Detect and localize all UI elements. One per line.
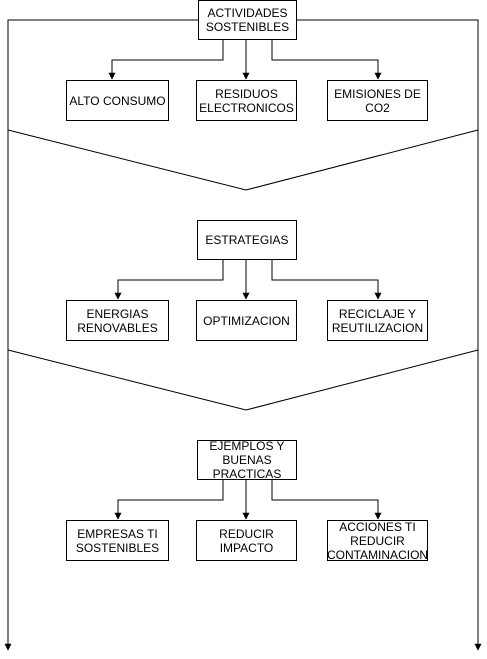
node-emisiones-co2[interactable]: EMISIONES DE CO2 [327,80,428,121]
node-label: EMISIONES DE CO2 [334,86,421,115]
node-label: ENERGIAS RENOVABLES [77,306,158,335]
node-residuos-electronicos[interactable]: RESIDUOS ELECTRONICOS [196,80,297,121]
node-reciclaje-reutilizacion[interactable]: RECICLAJE Y REUTILIZACION [327,300,428,341]
connector-to-emisiones [271,40,382,80]
left-side-arrow [4,19,198,651]
connector-to-empresas [114,480,224,520]
node-label: ESTRATEGIAS [205,233,289,247]
chevron-divider-2 [7,349,479,411]
node-label: REDUCIR IMPACTO [219,526,274,555]
node-label: ALTO CONSUMO [69,93,166,108]
connector-to-acciones [271,480,382,520]
node-actividades-sostenibles[interactable]: ACTIVIDADES SOSTENIBLES [198,0,297,40]
right-side-arrow [297,19,482,651]
node-label: ACCIONES TI REDUCIR CONTAMINACION [326,519,429,562]
node-label: OPTIMIZACION [203,313,290,328]
node-label: RECICLAJE Y REUTILIZACION [331,306,424,335]
node-energias-renovables[interactable]: ENERGIAS RENOVABLES [66,300,169,341]
connector-to-alto-consumo [108,40,224,80]
node-optimizacion[interactable]: OPTIMIZACION [196,300,297,341]
node-estrategias[interactable]: ESTRATEGIAS [197,220,297,260]
chevron-divider-1 [7,129,479,191]
node-label: RESIDUOS ELECTRONICOS [199,86,294,115]
node-label: EMPRESAS TI SOSTENIBLES [75,526,160,555]
node-label: EJEMPLOS Y BUENAS PRACTICAS [209,439,285,481]
connector-to-energias [114,260,224,300]
node-empresas-ti-sostenibles[interactable]: EMPRESAS TI SOSTENIBLES [66,520,169,561]
connector-to-reciclaje [271,260,382,300]
node-reducir-impacto[interactable]: REDUCIR IMPACTO [196,520,297,561]
node-label: ACTIVIDADES SOSTENIBLES [205,6,290,34]
node-ejemplos-buenas-practicas[interactable]: EJEMPLOS Y BUENAS PRACTICAS [197,439,297,481]
node-alto-consumo[interactable]: ALTO CONSUMO [66,80,169,121]
node-acciones-ti-reducir-contaminacion[interactable]: ACCIONES TI REDUCIR CONTAMINACION [326,519,429,562]
